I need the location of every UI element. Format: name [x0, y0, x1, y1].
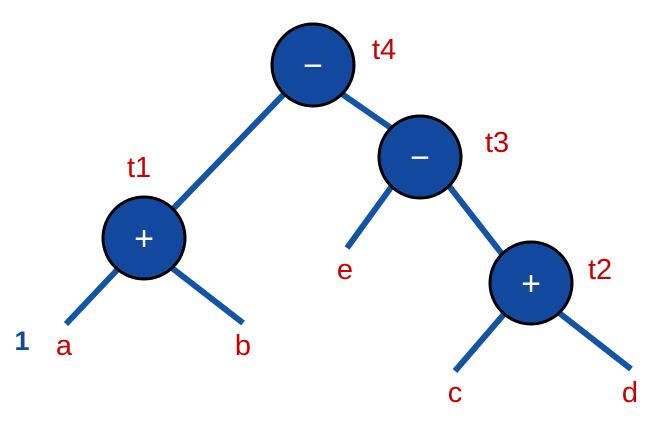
node-operator-t4: −	[303, 47, 323, 85]
tree-edge	[452, 311, 508, 373]
node-tags-group: t4 t3 t1 t2	[127, 34, 612, 286]
node-tag-t3: t3	[485, 127, 509, 159]
node-operator-t1: +	[134, 220, 154, 258]
figure-number-label: 1	[14, 326, 29, 356]
leaves-group: a b e c d	[56, 254, 638, 409]
nodes-group: − − + +	[101, 22, 574, 326]
tree-edge	[170, 265, 245, 326]
tree-node-t1[interactable]	[101, 195, 187, 281]
node-tag-t1: t1	[127, 152, 151, 184]
tree-node-t2[interactable]	[488, 240, 574, 326]
leaf-label-d: d	[622, 377, 638, 409]
node-tag-t4: t4	[372, 34, 396, 66]
tree-edge	[446, 184, 505, 256]
tree-node-t3[interactable]	[377, 114, 463, 200]
node-operator-t3: −	[410, 139, 430, 177]
tree-edge	[63, 266, 121, 327]
tree-edge	[556, 309, 633, 372]
leaf-label-b: b	[235, 330, 251, 362]
tree-node-t4[interactable]	[270, 22, 356, 108]
leaf-label-a: a	[56, 330, 73, 362]
leaf-label-c: c	[448, 377, 463, 409]
tree-edge	[344, 184, 395, 250]
node-operator-t2: +	[521, 265, 541, 303]
leaf-label-e: e	[337, 254, 353, 286]
edges-group	[63, 91, 633, 373]
tree-edge	[340, 91, 393, 131]
tree-edge	[170, 91, 287, 212]
node-tag-t2: t2	[588, 254, 612, 286]
